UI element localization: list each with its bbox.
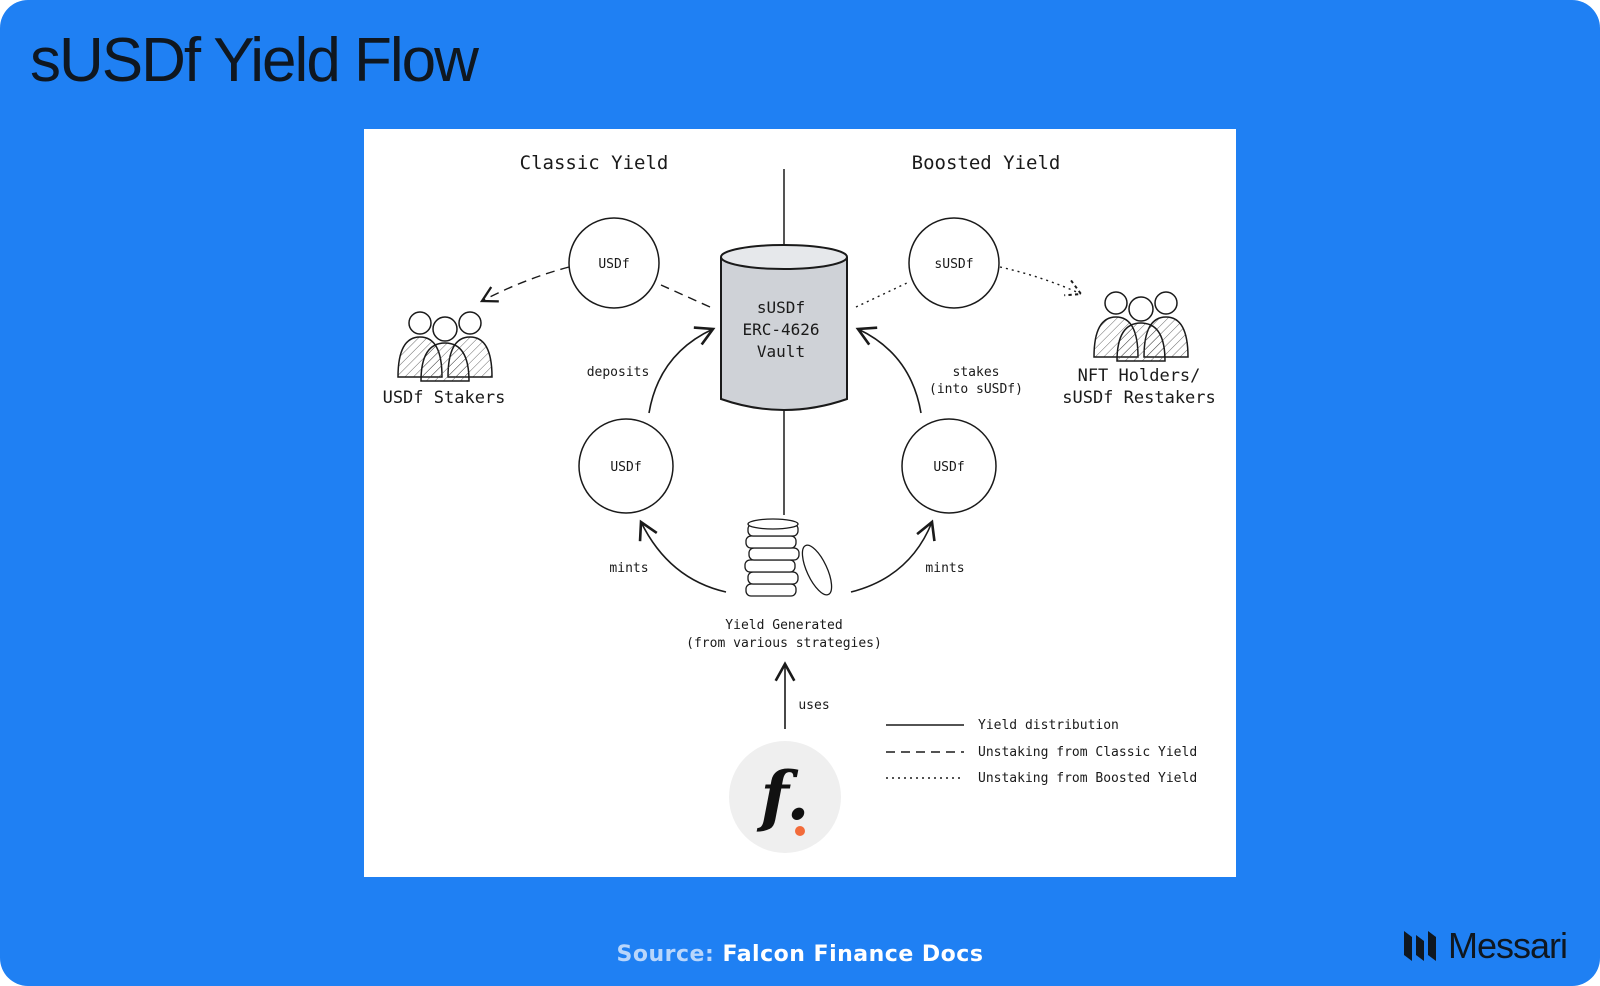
dashed-vault-to-usdf: [660, 284, 711, 308]
deposits-label: deposits: [587, 365, 650, 380]
mints-left-label: mints: [609, 561, 648, 576]
source-value: Falcon Finance Docs: [722, 942, 984, 967]
falcon-finance-logo: f.: [729, 741, 841, 853]
deposits-arrow: [648, 326, 716, 414]
nft-holders-label-line1: NFT Holders/: [1078, 366, 1201, 386]
dotted-vault-to-susdf: [855, 281, 910, 308]
vault-label-line3: Vault: [757, 342, 805, 361]
mints-right-label: mints: [925, 561, 964, 576]
falcon-logo-dot: [795, 826, 805, 836]
stakes-label-line2: (into sUSDf): [929, 382, 1023, 397]
page-title: sUSDf Yield Flow: [30, 26, 479, 95]
susdf-boosted-node: [908, 217, 1000, 309]
usdf-stake-node-label: USDf: [933, 460, 964, 475]
nft-holders-label-line2: sUSDf Restakers: [1062, 388, 1216, 408]
mints-left-arrow: [638, 519, 727, 593]
stakes-arrow: [855, 326, 922, 414]
usdf-stakers-icon: [397, 311, 493, 382]
mints-right-arrow: [850, 519, 936, 593]
susdf-boosted-node-label: sUSDf: [934, 257, 973, 272]
stakes-label-line1: stakes: [953, 365, 1000, 380]
coin-stack-icon: [744, 518, 833, 597]
yield-generated-line1: Yield Generated: [725, 618, 842, 633]
source-label: Source:: [616, 942, 715, 967]
yield-generated-line2: (from various strategies): [686, 636, 882, 651]
vault-label-line2: ERC-4626: [742, 320, 819, 339]
flow-diagram: Classic Yield Boosted Yield sUSDf ERC-46…: [383, 152, 1216, 853]
legend-dashed-label: Unstaking from Classic Yield: [978, 745, 1197, 760]
legend-solid-label: Yield distribution: [978, 718, 1119, 733]
vault-cylinder: [720, 244, 848, 411]
usdf-classic-node: [568, 217, 660, 309]
falcon-logo-glyph: f.: [756, 757, 809, 835]
dashed-usdf-to-stakers-arrow: [479, 266, 570, 303]
usdf-stakers-label: USDf Stakers: [383, 388, 506, 408]
usdf-deposit-node-label: USDf: [610, 460, 641, 475]
legend-dotted-label: Unstaking from Boosted Yield: [978, 771, 1197, 786]
messari-mark-icon: [1404, 931, 1436, 961]
legend: Yield distribution Unstaking from Classi…: [886, 718, 1197, 786]
usdf-stake-node: [901, 418, 997, 514]
brand-logo: Messari: [1402, 925, 1568, 966]
usdf-deposit-node: [578, 418, 674, 514]
diagram-panel: Classic Yield Boosted Yield sUSDf ERC-46…: [364, 129, 1236, 877]
source-line: Source: Falcon Finance Docs: [0, 942, 1600, 967]
heading-boosted-yield: Boosted Yield: [912, 152, 1061, 174]
vault-label-line1: sUSDf: [757, 298, 805, 317]
dotted-susdf-to-nft-arrow: [999, 266, 1081, 294]
heading-classic-yield: Classic Yield: [520, 152, 669, 174]
brand-name: Messari: [1448, 925, 1568, 966]
nft-holders-icon: [1093, 291, 1189, 362]
usdf-classic-node-label: USDf: [598, 257, 629, 272]
uses-label: uses: [798, 698, 829, 713]
